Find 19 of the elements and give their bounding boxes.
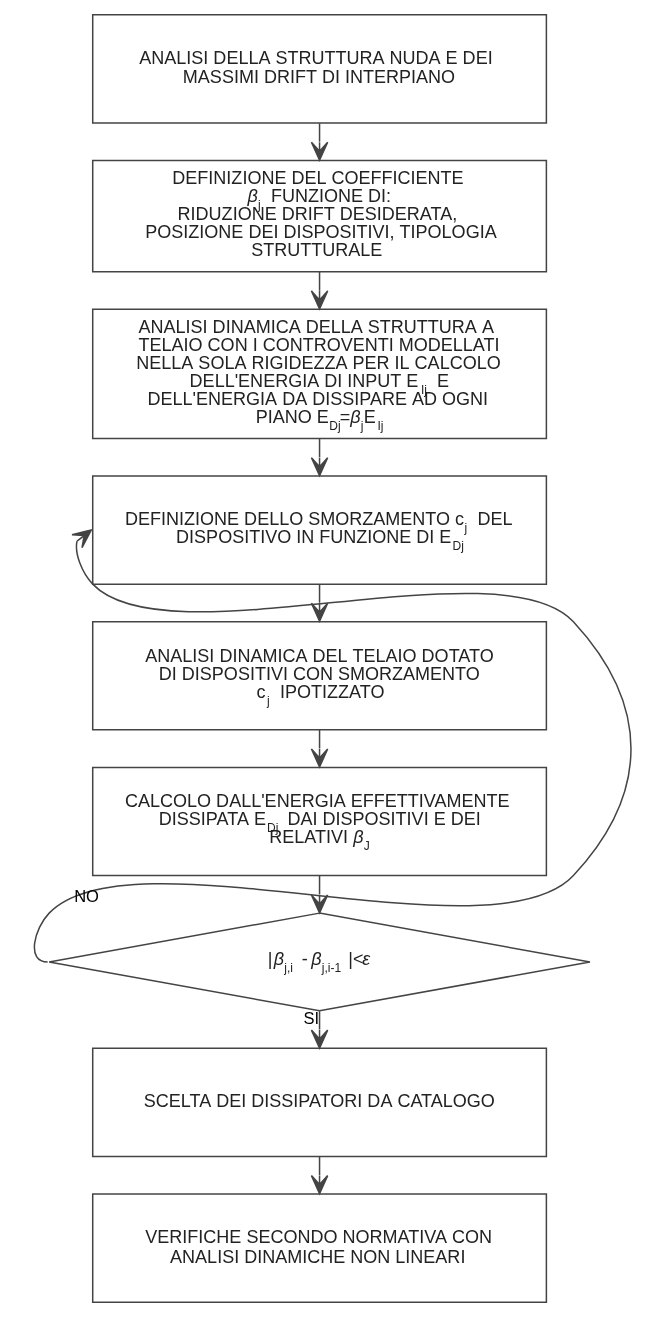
node-box: DEFINIZIONE DEL COEFFICIENTE β$_{j}$ FUNZIONE DI: RIDUZIONE DRIFT DESIDERATA, POSIZIONE DEI DISPOSITIVI, TIPOLOGIA STRUTTURALE <box>91 159 548 273</box>
node-box: ANALISI DINAMICA DELLA STRUTTURA A TELAIO CON I CONTROVENTI MODELLATI NELLA SOLA RIGIDEZZA PER IL CALCOLO DELL'ENERGIA DI INPUT E$_{Ij}$ E DELL'ENERGIA DA DISSIPARE AD OGNI PIANO E$_{Dj}$=β$_{j}$E$_{Ij}$ <box>91 308 548 440</box>
edge-label: SI <box>303 1009 320 1029</box>
arrow <box>310 122 329 161</box>
arrow <box>310 437 329 477</box>
arrow <box>33 529 632 963</box>
node-diamond: |β$_{j,i}$ - β$_{j,i-1}$ |<ε <box>48 912 591 1012</box>
node-box: ANALISI DINAMICA DEL TELAIO DOTATO DI DISPOSITIVI CON SMORZAMENTO c$_{j}$ IPOTIZZATO <box>91 620 548 731</box>
arrow <box>310 1010 329 1049</box>
arrow <box>310 1155 329 1195</box>
arrow <box>310 875 329 914</box>
node-box: SCELTA DEI DISSIPATORI DA CATALOGO <box>91 1047 548 1158</box>
node-box: DEFINIZIONE DELLO SMORZAMENTO c$_{j}$ DEL DISPOSITIVO IN FUNZIONE DI E$_{Dj}$ <box>91 475 548 585</box>
node-box: VERIFICHE SECONDO NORMATIVA CON ANALISI DINAMICHE NON LINEARI <box>91 1193 548 1303</box>
arrow <box>310 729 329 768</box>
edge-label: NO <box>74 887 99 907</box>
arrow <box>310 270 329 310</box>
node-box: ANALISI DELLA STRUTTURA NUDA E DEI MASSIMI DRIFT DI INTERPIANO <box>91 14 548 124</box>
arrow <box>310 583 329 622</box>
